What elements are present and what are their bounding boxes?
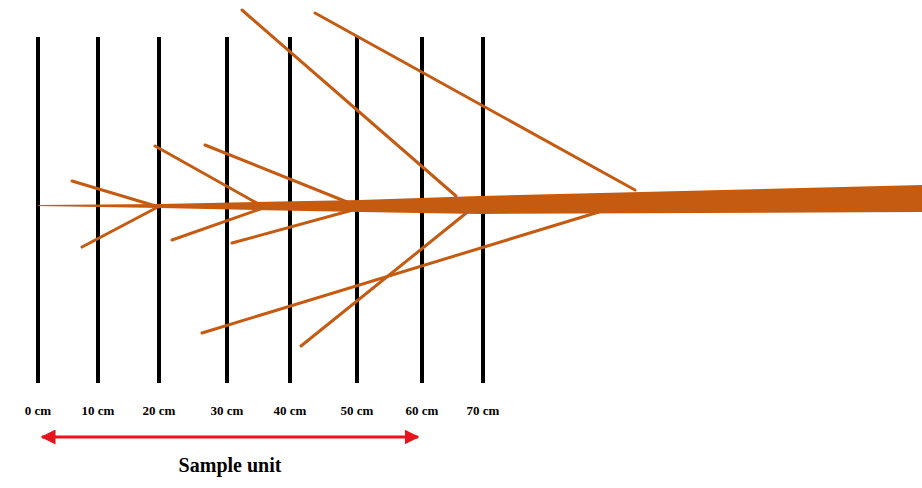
scale-label: 50 cm (341, 404, 374, 417)
branch-trunk (38, 185, 922, 214)
scale-label: 70 cm (467, 404, 500, 417)
scale-label: 10 cm (82, 404, 115, 417)
twig (301, 210, 470, 346)
scale-label: 0 cm (25, 404, 51, 417)
scale-label: 20 cm (143, 404, 176, 417)
sample-unit-arrow (42, 436, 418, 439)
twig (72, 181, 159, 207)
twig (82, 208, 156, 247)
sample-unit-label: Sample unit (179, 455, 282, 475)
twig (155, 146, 262, 206)
twig (232, 208, 360, 243)
measure-line (96, 37, 100, 383)
scale-label: 40 cm (274, 404, 307, 417)
scale-label: 30 cm (211, 404, 244, 417)
twig (172, 207, 266, 240)
twigs (72, 10, 635, 346)
measure-line (36, 37, 40, 383)
twig (242, 10, 456, 196)
scale-label: 60 cm (406, 404, 439, 417)
twig (205, 145, 357, 206)
measure-line (225, 37, 229, 383)
twig (202, 211, 602, 333)
twig (315, 13, 635, 190)
measure-line (157, 37, 161, 383)
